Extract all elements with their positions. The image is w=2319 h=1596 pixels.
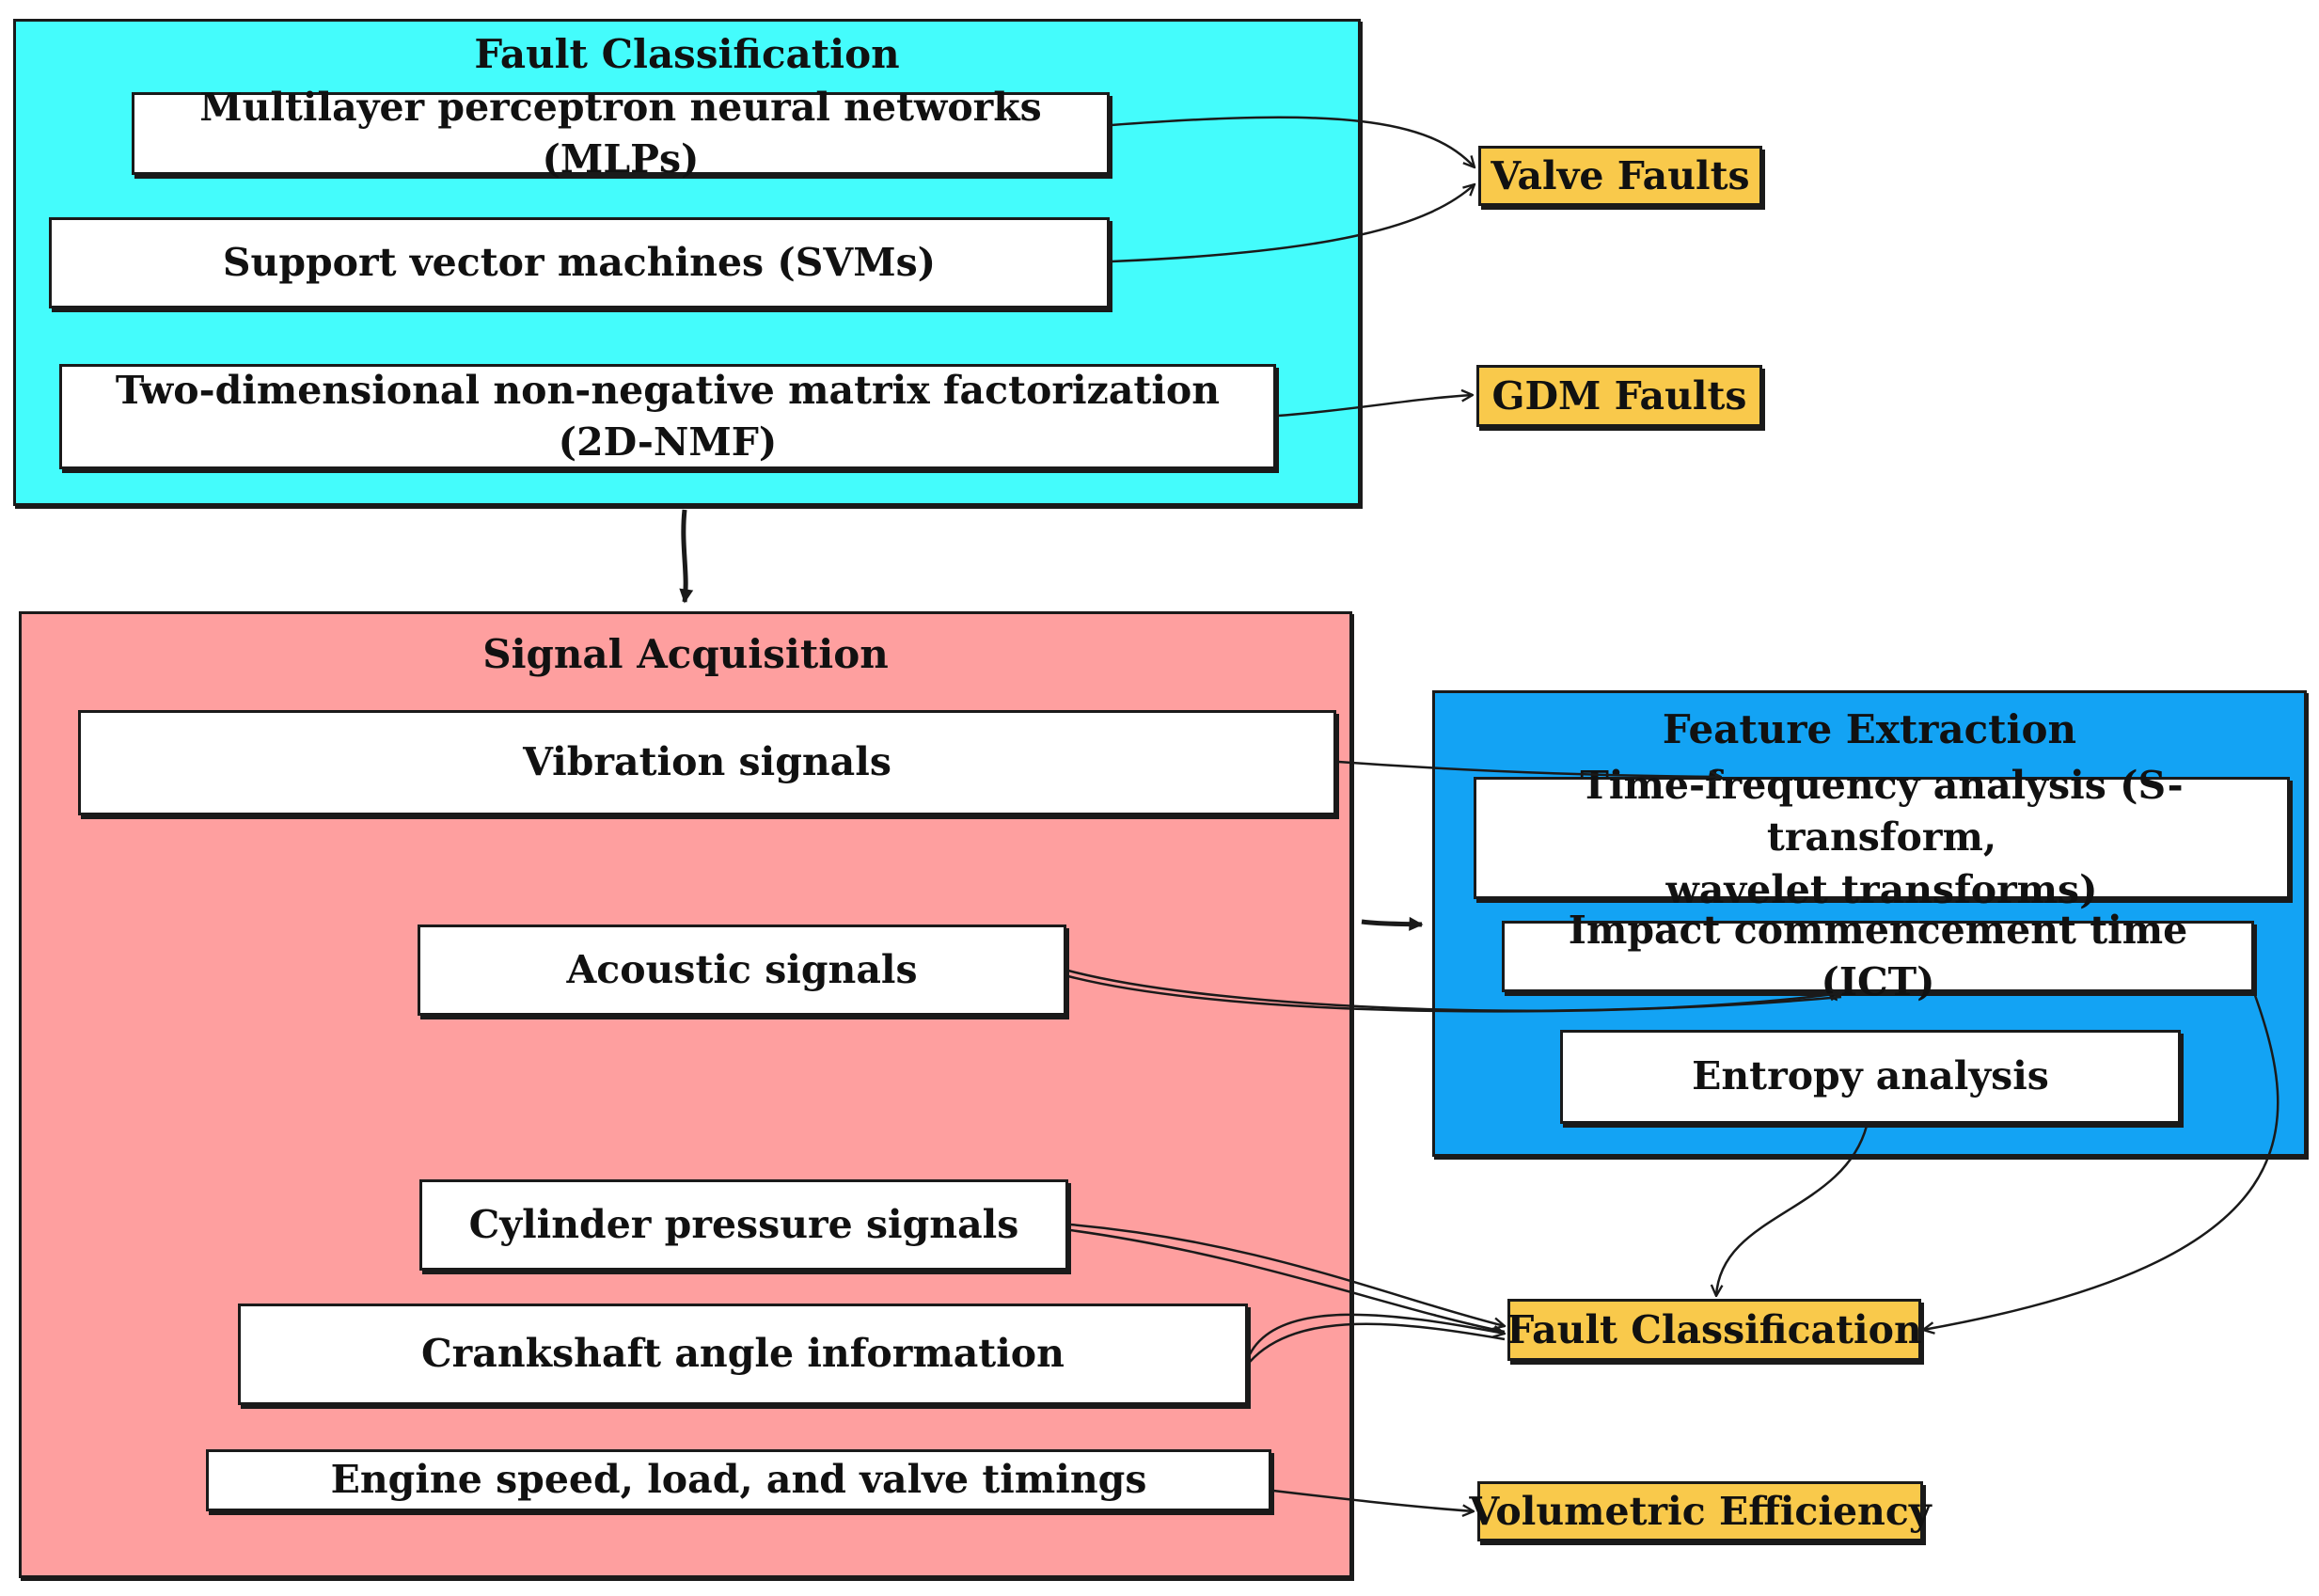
arrow-faultclass-to-signal bbox=[679, 509, 694, 604]
time-frequency-line2: wavelet transforms) bbox=[1665, 866, 2098, 912]
nmf-node[interactable]: Two-dimensional non-negative matrix fact… bbox=[59, 364, 1276, 469]
mlp-node[interactable]: Multilayer perceptron neural networks (M… bbox=[132, 85, 1110, 182]
ict-node[interactable]: Impact commencement time (ICT) bbox=[1502, 908, 2254, 1004]
volumetric-efficiency-output[interactable]: Volumetric Efficiency bbox=[1469, 1481, 1932, 1541]
gdm-faults-output[interactable]: GDM Faults bbox=[1476, 365, 1762, 427]
fault-classification-title: Fault Classification bbox=[474, 31, 900, 77]
feature-extraction-title: Feature Extraction bbox=[1662, 706, 2077, 752]
time-frequency-node[interactable]: Time-frequency analysis (S-transform, wa… bbox=[1474, 763, 2290, 912]
fault-classification-output[interactable]: Fault Classification bbox=[1507, 1299, 1922, 1361]
time-frequency-line1: Time-frequency analysis (S-transform, bbox=[1580, 762, 2184, 861]
svm-node[interactable]: Support vector machines (SVMs) bbox=[49, 217, 1110, 308]
signal-acquisition-title: Signal Acquisition bbox=[482, 631, 889, 677]
acoustic-signals-node[interactable]: Acoustic signals bbox=[418, 924, 1066, 1016]
engine-speed-node[interactable]: Engine speed, load, and valve timings bbox=[206, 1449, 1271, 1511]
cylinder-pressure-node[interactable]: Cylinder pressure signals bbox=[419, 1179, 1068, 1271]
valve-faults-output[interactable]: Valve Faults bbox=[1478, 146, 1762, 206]
vibration-signals-node[interactable]: Vibration signals bbox=[78, 710, 1336, 815]
entropy-analysis-node[interactable]: Entropy analysis bbox=[1560, 1030, 2181, 1124]
crankshaft-angle-node[interactable]: Crankshaft angle information bbox=[238, 1304, 1248, 1405]
arrow-signal-to-feature bbox=[1361, 916, 1424, 931]
